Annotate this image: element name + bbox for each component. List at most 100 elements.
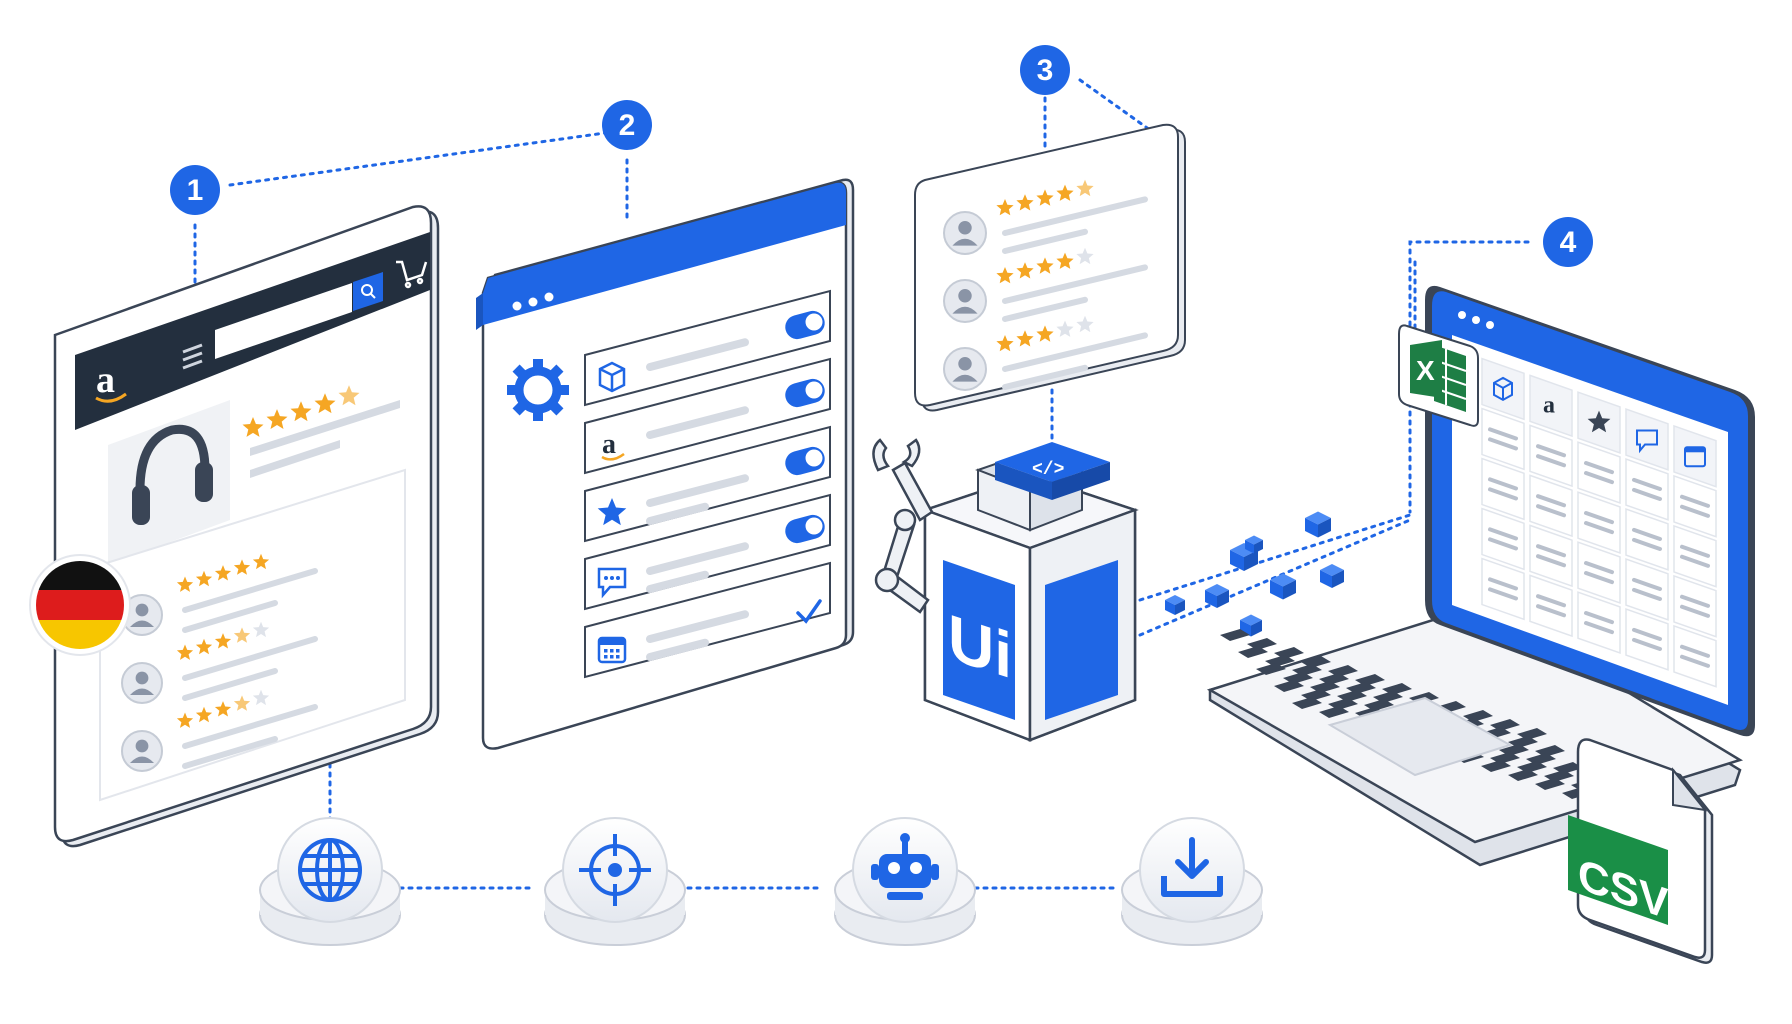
key[interactable] xyxy=(1301,656,1331,668)
key[interactable] xyxy=(1283,672,1313,684)
table-cell xyxy=(1529,424,1573,488)
star-icon xyxy=(176,576,194,592)
key[interactable] xyxy=(1274,647,1304,659)
pipeline-step-button[interactable] xyxy=(834,817,976,946)
settings-row[interactable]: a xyxy=(584,357,831,475)
key[interactable] xyxy=(1310,681,1340,693)
key[interactable] xyxy=(1553,762,1583,774)
star-icon xyxy=(1056,252,1074,269)
key[interactable] xyxy=(1481,760,1511,772)
settings-row[interactable] xyxy=(584,561,831,679)
star-icon xyxy=(290,401,312,422)
key[interactable] xyxy=(1490,752,1520,764)
star-icon xyxy=(1016,330,1034,347)
key[interactable] xyxy=(1508,769,1538,781)
star-icon xyxy=(1056,184,1074,201)
touchpad[interactable] xyxy=(1327,696,1513,777)
key[interactable] xyxy=(1274,680,1304,692)
calendar-icon xyxy=(597,636,627,664)
key[interactable] xyxy=(1346,682,1376,694)
robot-icon xyxy=(871,833,939,900)
key[interactable] xyxy=(1292,697,1322,709)
star-icon xyxy=(233,627,251,643)
search-button[interactable] xyxy=(353,272,383,311)
key[interactable] xyxy=(1247,638,1277,650)
product-page-panel: a xyxy=(29,205,440,848)
key[interactable] xyxy=(1463,710,1493,722)
key[interactable] xyxy=(1256,663,1286,675)
key[interactable] xyxy=(1319,673,1349,685)
star-icon xyxy=(338,385,360,406)
table-cell xyxy=(1625,608,1669,671)
table-header-cell xyxy=(1673,424,1717,488)
key[interactable] xyxy=(1517,728,1547,740)
table-cell xyxy=(1673,474,1717,538)
pipeline-step-button[interactable] xyxy=(544,817,686,946)
key[interactable] xyxy=(1517,761,1547,773)
key[interactable] xyxy=(1355,674,1385,686)
avatar xyxy=(943,347,987,391)
pipeline-step-button[interactable] xyxy=(259,817,401,946)
key[interactable] xyxy=(1544,770,1574,782)
automation-engine: Ui </> xyxy=(872,438,1139,742)
key[interactable] xyxy=(1220,629,1250,641)
chat-icon xyxy=(1636,429,1658,454)
toggle-switch[interactable] xyxy=(783,512,828,546)
key[interactable] xyxy=(1508,736,1538,748)
extracted-review-rows xyxy=(943,179,1148,391)
toggle-switch[interactable] xyxy=(783,444,828,478)
table-cell xyxy=(1673,574,1717,638)
cart-icon[interactable] xyxy=(396,260,428,289)
key[interactable] xyxy=(1364,699,1394,711)
key[interactable] xyxy=(1337,690,1367,702)
data-cube xyxy=(1245,535,1263,554)
avatar xyxy=(121,594,163,636)
key[interactable] xyxy=(1373,691,1403,703)
menu-icon[interactable] xyxy=(182,343,203,370)
key[interactable] xyxy=(1265,655,1295,667)
settings-row[interactable] xyxy=(584,289,831,407)
key[interactable] xyxy=(1382,683,1412,695)
table-cell xyxy=(1481,457,1525,521)
star-icon xyxy=(195,570,213,587)
avatar xyxy=(943,211,987,255)
key[interactable] xyxy=(1301,689,1331,701)
settings-row[interactable] xyxy=(584,425,831,543)
star-icon xyxy=(314,393,336,414)
product-rating-stars xyxy=(242,385,360,437)
data-cube xyxy=(1320,564,1344,588)
key[interactable] xyxy=(1238,646,1268,658)
key[interactable] xyxy=(1292,664,1322,676)
data-cube xyxy=(1165,595,1185,615)
star-icon xyxy=(1016,262,1034,279)
key[interactable] xyxy=(1535,745,1565,757)
data-cubes xyxy=(1165,511,1344,637)
settings-panel: a xyxy=(476,178,855,750)
settings-row[interactable] xyxy=(584,493,831,611)
star-icon xyxy=(1076,179,1094,197)
key[interactable] xyxy=(1490,719,1520,731)
toggle-switch[interactable] xyxy=(783,308,828,342)
key[interactable] xyxy=(1526,753,1556,765)
table-cell xyxy=(1625,508,1669,571)
key[interactable] xyxy=(1319,706,1349,718)
star-icon xyxy=(1587,410,1611,433)
box-icon xyxy=(598,361,626,393)
star-icon xyxy=(996,267,1014,284)
key[interactable] xyxy=(1535,778,1565,790)
table-cell xyxy=(1481,407,1525,471)
avatar xyxy=(121,662,163,704)
key[interactable] xyxy=(1328,698,1358,710)
search-input[interactable] xyxy=(215,283,352,359)
gear-icon[interactable] xyxy=(507,359,569,421)
table-cell xyxy=(1481,507,1525,571)
star-icon xyxy=(996,335,1014,352)
star-icon xyxy=(1076,247,1094,265)
key[interactable] xyxy=(1499,744,1529,756)
pipeline-step-button[interactable] xyxy=(1121,817,1263,946)
toggle-switch[interactable] xyxy=(783,376,828,410)
calendar-icon xyxy=(1684,446,1706,468)
key[interactable] xyxy=(1328,665,1358,677)
crosshair-icon xyxy=(579,834,651,906)
